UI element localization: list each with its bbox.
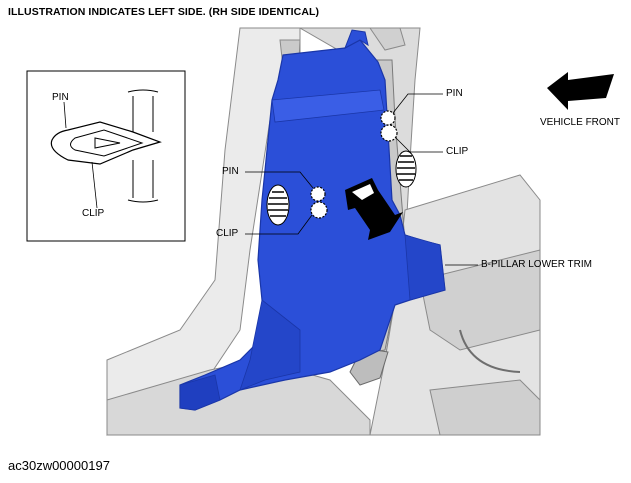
vehicle-front-label: VEHICLE FRONT — [540, 117, 621, 128]
pin-left-label: PIN — [222, 166, 239, 177]
pin-clip-detail-inset — [26, 70, 186, 242]
clip-right-label: CLIP — [446, 146, 469, 157]
leader-lines — [245, 93, 478, 266]
trim-hole-left — [266, 184, 290, 226]
figure-id: ac30zw00000197 — [8, 458, 110, 473]
b-pillar-lower-trim — [179, 29, 446, 411]
illustration-caption: ILLUSTRATION INDICATES LEFT SIDE. (RH SI… — [8, 6, 320, 18]
inset-clip-label: CLIP — [82, 208, 105, 219]
inset-pin-label: PIN — [52, 92, 69, 103]
removal-direction-arrow — [345, 178, 403, 240]
pin-right-label: PIN — [446, 88, 463, 99]
clip-left-label: CLIP — [216, 228, 239, 239]
pin-clip-left-markers — [310, 186, 328, 219]
pin-clip-right-markers — [380, 110, 398, 142]
trim-hole-right — [395, 150, 417, 188]
part-name-label: B-PILLAR LOWER TRIM — [481, 259, 592, 270]
vehicle-front-arrow — [547, 72, 614, 110]
